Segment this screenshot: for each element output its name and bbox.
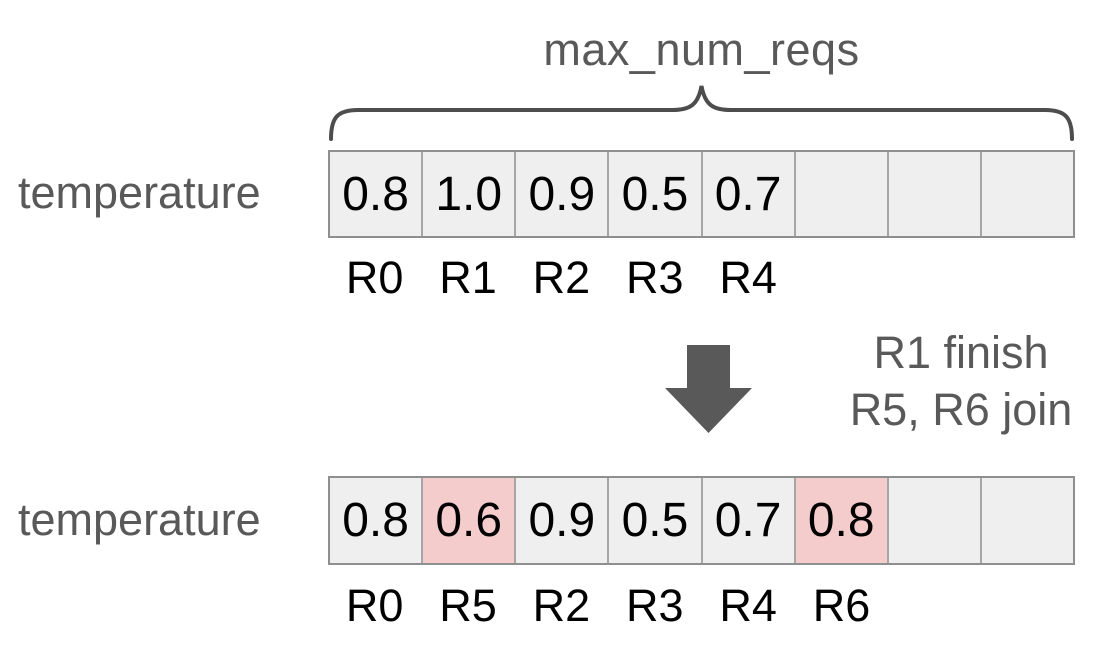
request-label xyxy=(982,252,1075,304)
request-label: R5 xyxy=(439,580,497,631)
request-label: R0 xyxy=(345,580,404,631)
request-label: R1 xyxy=(439,252,497,303)
array-before: 0.8 1.0 0.9 0.5 0.7 xyxy=(328,150,1075,238)
request-labels-before: R0 R1 R2 R3 R4 xyxy=(328,252,1075,304)
request-label xyxy=(795,252,888,304)
array-before-cell-1: 1.0 xyxy=(421,152,515,236)
request-label xyxy=(982,580,1075,632)
down-arrow-icon xyxy=(665,345,752,433)
transition-line-1: R1 finish xyxy=(873,327,1049,378)
transition-annotation: R1 finish R5, R6 join xyxy=(828,324,1094,438)
request-label: R3 xyxy=(626,580,684,631)
array-after-cell-3: 0.5 xyxy=(607,478,701,563)
request-label: R2 xyxy=(532,580,591,631)
array-after-cell-5: 0.8 xyxy=(793,478,887,563)
request-label: R6 xyxy=(812,580,871,631)
array-after-cell-4: 0.7 xyxy=(700,478,794,563)
array-before-cell-4: 0.7 xyxy=(700,152,794,236)
array-after: 0.8 0.6 0.9 0.5 0.7 0.8 xyxy=(328,476,1075,565)
array-before-cell-6 xyxy=(886,152,980,236)
array-after-cell-1: 0.6 xyxy=(421,478,515,563)
brace-label: max_num_reqs xyxy=(543,24,860,75)
array-before-cell-7 xyxy=(979,152,1073,236)
request-labels-after: R0 R5 R2 R3 R4 R6 xyxy=(328,580,1075,632)
array-before-cell-2: 0.9 xyxy=(514,152,608,236)
temperature-label-after: temperature xyxy=(18,494,261,545)
request-label: R3 xyxy=(626,252,684,303)
array-after-cell-6 xyxy=(886,478,980,563)
request-label: R4 xyxy=(719,580,777,631)
array-after-cell-0: 0.8 xyxy=(330,478,422,563)
array-before-cell-3: 0.5 xyxy=(607,152,701,236)
array-after-cell-2: 0.9 xyxy=(514,478,608,563)
request-label xyxy=(888,252,981,304)
transition-line-2: R5, R6 join xyxy=(849,384,1073,435)
request-label: R0 xyxy=(345,252,404,303)
request-label: R2 xyxy=(532,252,591,303)
curly-brace-icon xyxy=(329,85,1074,141)
request-label xyxy=(888,580,981,632)
array-before-cell-0: 0.8 xyxy=(330,152,422,236)
request-label: R4 xyxy=(719,252,777,303)
temperature-label-before: temperature xyxy=(18,167,261,218)
array-before-cell-5 xyxy=(793,152,887,236)
array-after-cell-7 xyxy=(979,478,1073,563)
